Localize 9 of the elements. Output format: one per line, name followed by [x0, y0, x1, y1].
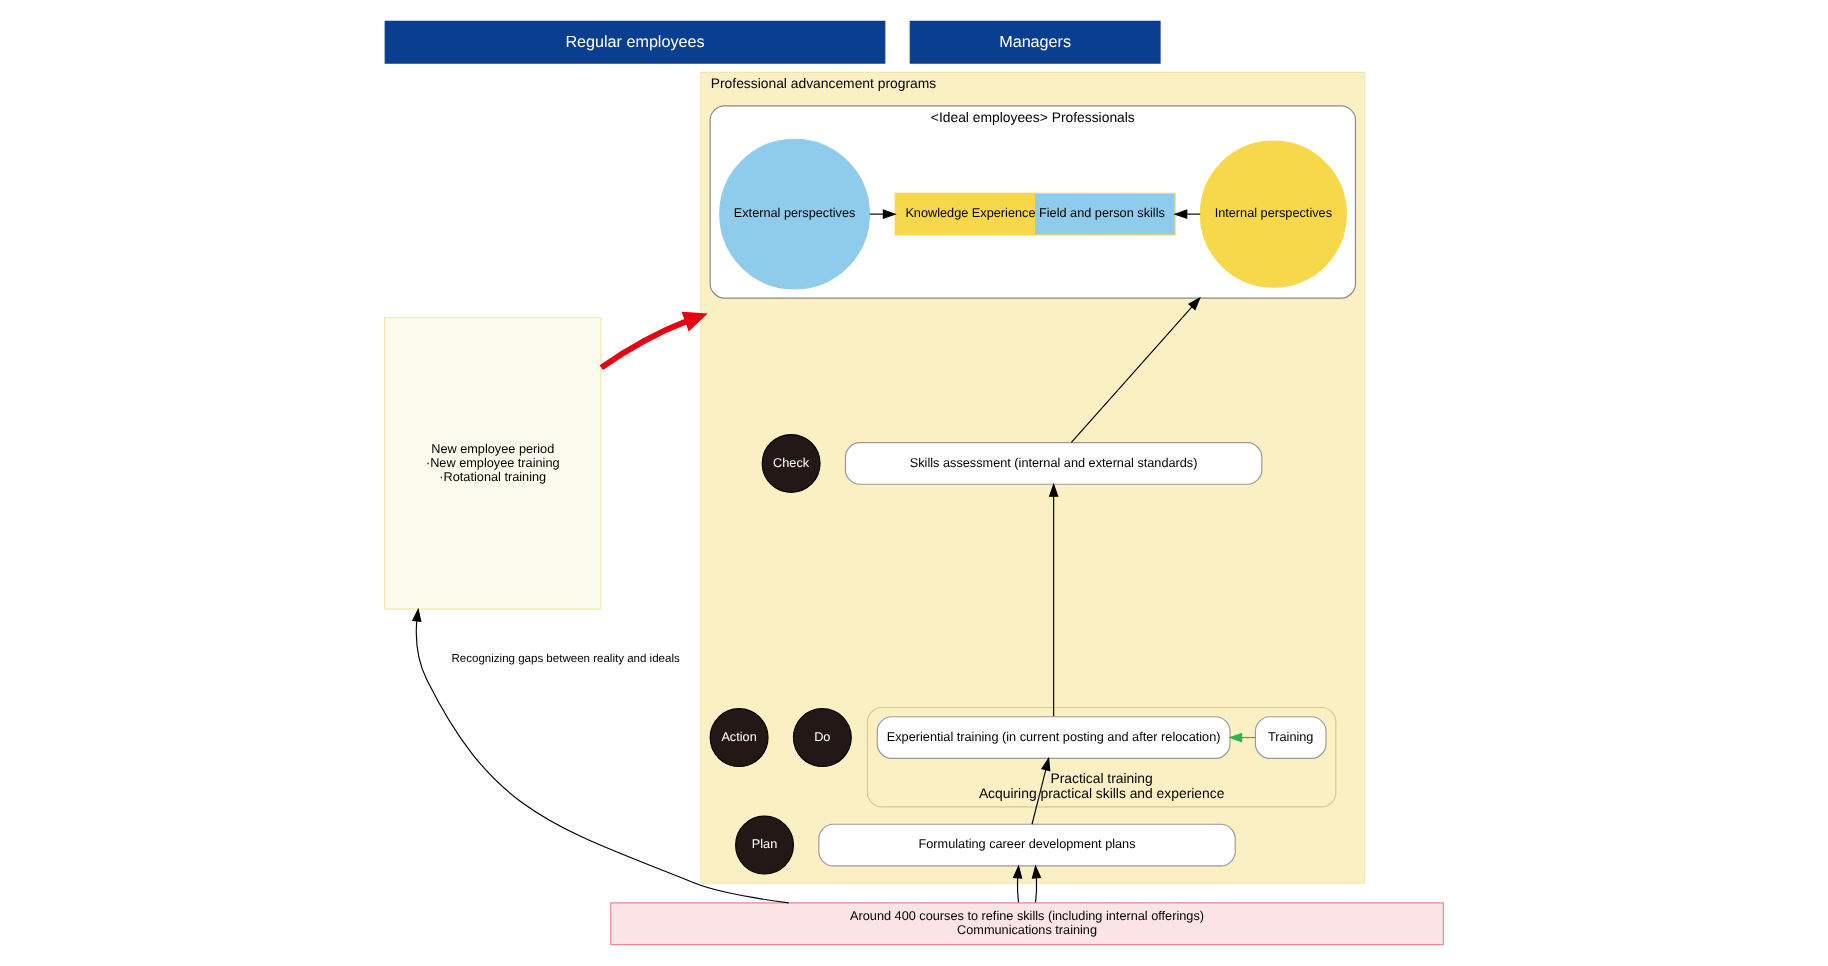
arrow [1048, 482, 1059, 717]
arrow [1031, 864, 1042, 903]
arrow [599, 311, 708, 370]
arrow [1173, 209, 1201, 219]
arrow [869, 209, 897, 219]
arrow [1070, 296, 1201, 443]
arrow [1012, 864, 1023, 903]
arrow [1031, 756, 1051, 825]
arrow [411, 607, 790, 904]
